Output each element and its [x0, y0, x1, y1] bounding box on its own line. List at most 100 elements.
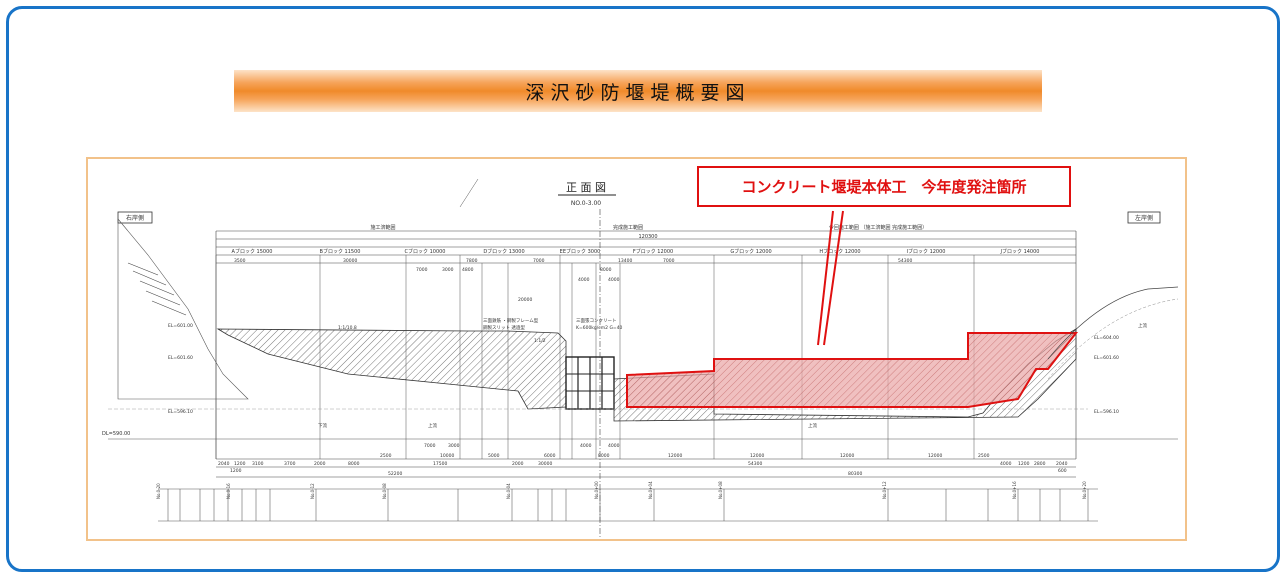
dim: 8000 — [348, 461, 360, 467]
dim: 2800 — [1034, 461, 1046, 467]
right-bank-box — [117, 211, 153, 224]
block-g: Gブロック 12000 — [730, 248, 771, 255]
dim: 4000 — [608, 277, 620, 283]
dim: 2500 — [978, 453, 990, 459]
slope-label: 1:1/10.8 — [338, 325, 357, 331]
callout-label: コンクリート堰堤本体工 今年度発注箇所 — [741, 178, 1027, 196]
dim: 4000 — [608, 443, 620, 449]
el-label: EL=596.10 — [1094, 409, 1119, 415]
total-length: 120300 — [638, 234, 657, 240]
dim: 4000 — [578, 277, 590, 283]
station-tick: No.0+20 — [1082, 481, 1087, 499]
dim: 1200 — [1018, 461, 1030, 467]
dl-label: DL=590.00 — [102, 431, 130, 437]
dim: 7800 — [466, 258, 478, 264]
dim: 4800 — [462, 267, 474, 273]
right-bank-label: 右岸側 — [126, 214, 144, 222]
dim: 6000 — [544, 453, 556, 459]
dim: 12000 — [750, 453, 764, 459]
dim: 5000 — [488, 453, 500, 459]
dim: 4000 — [1000, 461, 1012, 467]
slope-label: 1:1/2 — [534, 338, 546, 344]
block-b: Bブロック 11500 — [320, 248, 361, 255]
station-tick: No.0-20 — [156, 483, 161, 499]
station-tick: No.0+08 — [718, 481, 723, 499]
dim: 12000 — [668, 453, 682, 459]
dam-body-left — [216, 328, 567, 410]
block-a: Aブロック 15000 — [232, 248, 273, 255]
station-tick: No.0-04 — [506, 483, 511, 499]
station-tick: No.0-16 — [226, 483, 231, 499]
dim: 3100 — [252, 461, 264, 467]
note: 三面張コンクリート — [576, 318, 617, 324]
dim: 3000 — [442, 267, 454, 273]
station-tick: No.0+04 — [648, 481, 653, 499]
dim: 30000 — [343, 258, 357, 264]
work-range-2: 完成施工範囲 — [613, 224, 643, 231]
title-banner: 深沢砂防堰堤概要図 — [234, 70, 1042, 112]
left-ground — [1047, 286, 1179, 360]
flow-label: 上流 — [808, 422, 817, 429]
flow-label: 上流 — [1138, 322, 1147, 329]
block-d: Dブロック 13000 — [483, 248, 524, 255]
dim-total: 1200 — [230, 468, 242, 474]
station-tick: No.0-08 — [382, 483, 387, 499]
front-view-drawing: 正 面 図 NO.0-3.00 右岸側 左岸側 施工済範囲 完成施工範囲 今回施… — [102, 178, 1179, 539]
dim: 2000 — [512, 461, 524, 467]
dim-total: 52200 — [388, 471, 402, 477]
dim: 2500 — [380, 453, 392, 459]
el-label: EL=601.60 — [168, 355, 193, 361]
dim: 10000 — [440, 453, 454, 459]
el-label: EL=601.60 — [1094, 355, 1119, 361]
work-range-3: 今回施工範囲 （施工済範囲 完成施工範囲） — [829, 224, 927, 231]
dim: 3000 — [448, 443, 460, 449]
dim: 20000 — [518, 297, 532, 303]
dim: 54300 — [748, 461, 762, 467]
station-tick: No.0+16 — [1012, 481, 1017, 499]
dim: 30000 — [538, 461, 552, 467]
station-tick: No.0-12 — [310, 483, 315, 499]
dim: 4000 — [580, 443, 592, 449]
station-tick: No.0+12 — [882, 481, 887, 499]
el-label: EL=596.10 — [168, 409, 193, 415]
station-label: NO.0-3.00 — [571, 200, 601, 207]
callout-box: コンクリート堰堤本体工 今年度発注箇所 — [697, 166, 1071, 207]
dim-total: 80300 — [848, 471, 862, 477]
dim: 13400 — [618, 258, 632, 264]
dim: 17500 — [433, 461, 447, 467]
dim: 7000 — [424, 443, 436, 449]
dim: 1200 — [234, 461, 246, 467]
right-ground — [117, 218, 249, 400]
page-title: 深沢砂防堰堤概要図 — [525, 81, 751, 104]
dim: 2000 — [314, 461, 326, 467]
dim: 2040 — [218, 461, 230, 467]
callout-pointer — [817, 210, 834, 346]
block-i: Iブロック 12000 — [907, 248, 946, 255]
work-range-1: 施工済範囲 — [370, 224, 395, 231]
dim: 8000 — [598, 453, 610, 459]
flow-label: 下流 — [318, 422, 327, 429]
block-h: Hブロック 12000 — [819, 248, 860, 255]
block-f: Fブロック 12000 — [633, 248, 673, 255]
left-bank-label: 左岸側 — [1135, 214, 1153, 222]
note: 三面鉄筋 ・鋼製フレーム型 — [483, 317, 539, 324]
block-ee: EEブロック 3000 — [560, 248, 601, 255]
dim: 54300 — [898, 258, 912, 264]
drawing-panel: 正 面 図 NO.0-3.00 右岸側 左岸側 施工済範囲 完成施工範囲 今回施… — [86, 157, 1187, 541]
note: 鋼製スリット 透過型 — [483, 324, 525, 331]
dim: 2040 — [1056, 461, 1068, 467]
left-bank-box — [1127, 211, 1161, 224]
dim: 3500 — [234, 258, 246, 264]
el-label: EL=601.00 — [168, 323, 193, 329]
view-title: 正 面 図 — [566, 181, 606, 194]
dim: 7000 — [533, 258, 545, 264]
block-j: Jブロック 14000 — [1000, 248, 1040, 255]
dim: 12000 — [928, 453, 942, 459]
el-label: EL=604.00 — [1094, 335, 1119, 341]
dim-total: 600 — [1058, 468, 1067, 474]
flow-label: 上流 — [428, 422, 437, 429]
block-c: Cブロック 10000 — [405, 248, 446, 255]
station-tick: No.0+00 — [594, 481, 599, 499]
dim: 12000 — [840, 453, 854, 459]
dim: 7000 — [416, 267, 428, 273]
